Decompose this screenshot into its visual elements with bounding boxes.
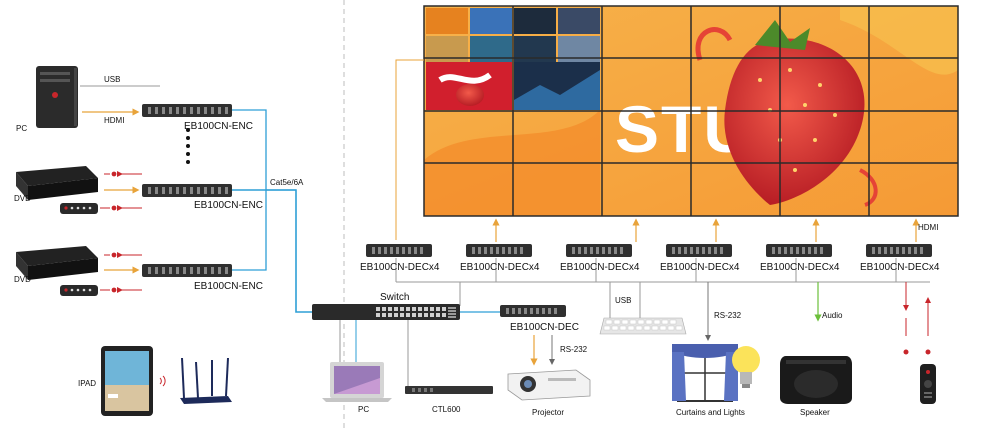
rs232-label: RS-232 — [560, 345, 588, 354]
keyboard-icon — [599, 317, 687, 335]
cat-cable-label: Cat5e/6A — [270, 178, 304, 187]
laptop-icon — [322, 362, 392, 402]
hdmi-label: HDMI — [104, 116, 125, 125]
decoder-box — [866, 244, 932, 257]
speaker-icon — [780, 356, 852, 404]
ctl600-controller-icon — [405, 386, 493, 394]
source-label-dvd: DVD — [14, 275, 31, 284]
ipad-label: IPAD — [78, 379, 97, 388]
pc-tower-icon — [36, 66, 78, 128]
decoder-box — [466, 244, 532, 257]
curtains-window-icon — [672, 344, 738, 402]
decoder-label: EB100CN-DECx4 — [360, 262, 440, 273]
audio-label: Audio — [822, 311, 843, 320]
projector-label: Projector — [532, 408, 565, 417]
ir-emitter-icon — [111, 171, 117, 293]
wifi-signal-icon — [159, 375, 166, 387]
projector-icon — [507, 369, 591, 401]
encoder-label: EB100CN-ENC — [184, 121, 253, 132]
remote-control-icon — [60, 285, 98, 296]
dvd-player-icon — [16, 166, 98, 200]
light-bulb-icon — [732, 346, 760, 388]
decoder-box — [666, 244, 732, 257]
encoder-box — [142, 184, 232, 197]
video-wall: STUDY — [423, 5, 959, 217]
ipad-icon — [101, 346, 153, 416]
usb-label: USB — [104, 75, 121, 84]
rs232-label: RS-232 — [714, 311, 742, 320]
switch-label: Switch — [380, 292, 410, 303]
decoder-label: EB100CN-DECx4 — [760, 262, 840, 273]
encoder-label: EB100CN-ENC — [194, 200, 263, 211]
decoder-box — [366, 244, 432, 257]
decoder-label: EB100CN-DECx4 — [860, 262, 940, 273]
ir-sensor-icon — [903, 349, 931, 355]
decoder-box-single — [500, 305, 566, 317]
decoder-single-label: EB100CN-DEC — [510, 322, 579, 333]
router-icon — [180, 357, 232, 404]
decoder-box — [766, 244, 832, 257]
encoder-box — [142, 104, 232, 117]
remote-control-icon — [60, 203, 98, 214]
decoder-label: EB100CN-DECx4 — [560, 262, 640, 273]
decoder-label: EB100CN-DECx4 — [460, 262, 540, 273]
ctl600-label: CTL600 — [432, 405, 461, 414]
remote-control-icon — [920, 364, 936, 404]
speaker-label: Speaker — [800, 408, 830, 417]
encoder-box — [142, 264, 232, 277]
encoder-label: EB100CN-ENC — [194, 281, 263, 292]
source-label-pc: PC — [16, 124, 28, 133]
usb-label: USB — [615, 296, 632, 305]
curtains-lights-label: Curtains and Lights — [676, 408, 745, 417]
pc-label: PC — [358, 405, 370, 414]
dvd-player-icon — [16, 246, 98, 280]
hdmi-wall-label: HDMI — [918, 223, 939, 232]
source-label-dvd: DVD — [14, 194, 31, 203]
decoder-label: EB100CN-DECx4 — [660, 262, 740, 273]
decoder-box — [566, 244, 632, 257]
network-switch-icon — [312, 304, 460, 320]
